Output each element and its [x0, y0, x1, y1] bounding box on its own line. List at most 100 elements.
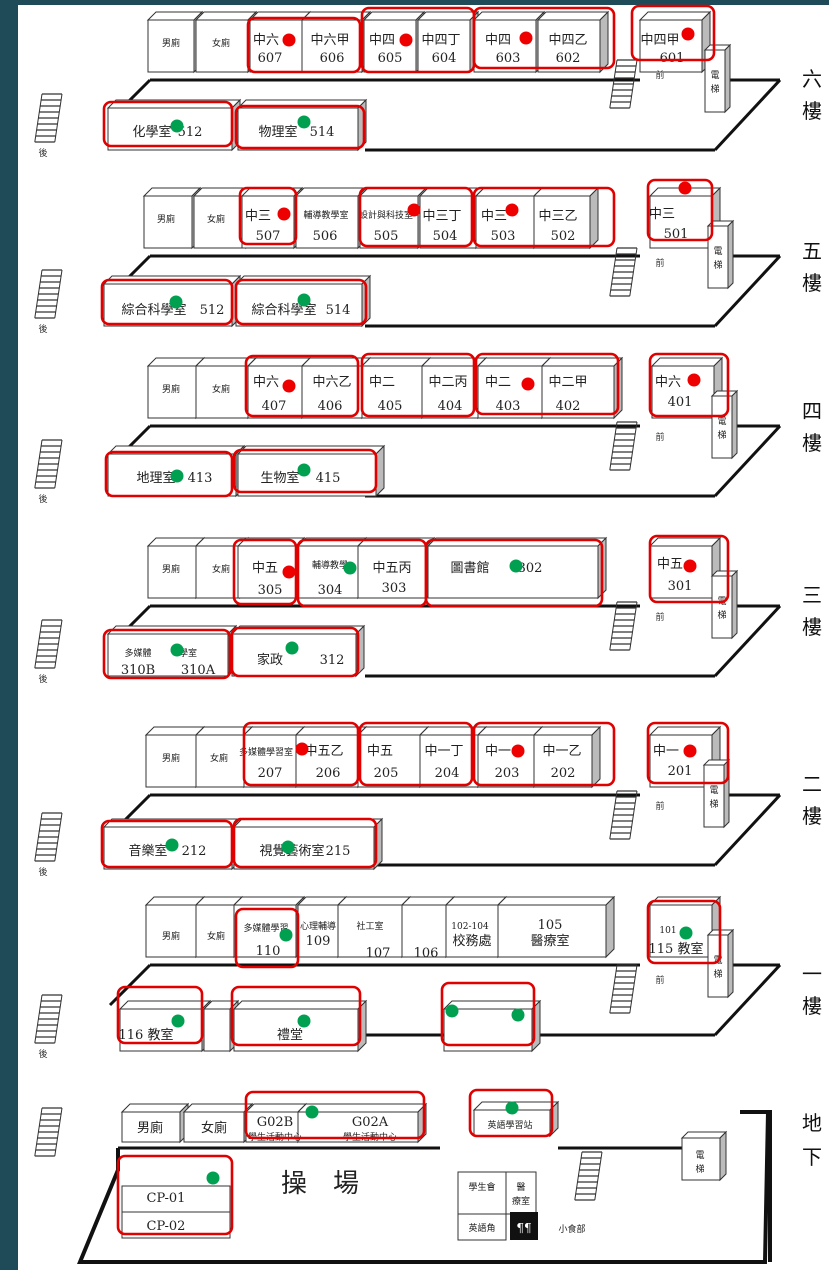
- floor-3-floor-label: 三: [802, 583, 822, 607]
- floor-0-front-stairs: [609, 59, 638, 109]
- floor-3-label-4: 輔導教學: [312, 559, 348, 571]
- floor-3-flabel-3: 310A: [181, 663, 216, 678]
- ground-room-1-front: [183, 1111, 245, 1143]
- floor-0-room-0-top: [146, 11, 204, 21]
- floor-4-room-3-front: [295, 734, 359, 788]
- floor-3-front-stairs: [609, 601, 638, 651]
- floor-0-lift-label2: 梯: [710, 83, 719, 95]
- floor-2-label-12: 中二甲: [548, 375, 587, 390]
- floor-1-marker-3: [678, 181, 692, 195]
- floor-2-label-1: 女廁: [212, 383, 230, 395]
- floor-1-front-stairs: [609, 247, 638, 297]
- floor-5-flabel-0: 116 教室: [119, 1027, 174, 1043]
- ground-marker-1: [505, 1101, 519, 1115]
- floor-0-fstair-label: 前: [655, 69, 664, 81]
- floor-5-lift-front: [707, 934, 729, 998]
- floor-3-rear-stairs-rail: [54, 619, 63, 669]
- floor-0-highlight-0: [246, 16, 362, 74]
- floor-0-lift-side: [724, 43, 731, 114]
- floor-3-label-7: 303: [382, 581, 407, 596]
- floor-5-label-4: 心理輔導: [300, 920, 336, 932]
- floor-1-room-4-front: [359, 195, 419, 249]
- floor-1-rear-stairs-rail: [34, 269, 43, 319]
- floor-1-room-7-front: [533, 195, 591, 249]
- floor-4-flabel-1: 212: [182, 844, 207, 859]
- floor-1-room-3-top: [294, 187, 368, 197]
- floor-1-label-3: 507: [256, 229, 281, 244]
- floor-3-froom-1-front: [231, 633, 357, 677]
- floor-4-label-13: 202: [551, 766, 576, 781]
- floor-0-floor-label-2: 樓: [802, 99, 822, 123]
- floor-2-highlight-2: [474, 352, 620, 416]
- floor-2-flabel-3: 415: [316, 471, 341, 486]
- ground-marker-2: [206, 1171, 220, 1185]
- floor-2-front-stairs-rail: [609, 421, 618, 471]
- ground-label-mens: 男廁: [137, 1120, 163, 1136]
- floor-2-lift-label: 電: [717, 416, 726, 427]
- floor-4-room-2-top: [242, 726, 306, 736]
- floor-0-label-2: 女廁: [212, 37, 230, 49]
- floor-5-room-7-side: [605, 895, 615, 959]
- floor-4-front-stairs: [609, 790, 638, 840]
- ground-label-clinic: 醫: [516, 1182, 525, 1193]
- floor-3-rear-stairs: [34, 619, 63, 669]
- floor-1-lift-front: [707, 225, 729, 289]
- floor-4-label-9: 204: [435, 766, 460, 781]
- floor-4-room-1-front: [195, 734, 245, 788]
- floor-1-label-12: 中三乙: [538, 209, 577, 224]
- floor-5-left-edge: [108, 963, 152, 1007]
- floor-4-floor-label-2: 樓: [802, 804, 822, 828]
- floor-4-rear-stairs-rail: [34, 812, 43, 862]
- floor-0-flabel-2: 物理室: [258, 124, 297, 140]
- floor-4-highlight-2: [472, 721, 616, 787]
- ground-label-g02a: G02A: [352, 1115, 389, 1130]
- floor-1-label-10: 中三: [481, 209, 507, 224]
- floor-1-label-4: 輔導教學室: [303, 209, 348, 221]
- floor-0-rear-stairs-rail: [34, 93, 43, 143]
- floor-1-lift-side: [727, 219, 734, 290]
- floor-5-front-stairs: [609, 964, 638, 1014]
- floor-3-label-6: 中五丙: [372, 561, 411, 576]
- floor-0-label-5: 中六甲: [310, 33, 349, 48]
- floor-5-marker-0: [279, 928, 293, 942]
- floor-0-flabel-0: 化學室: [132, 124, 171, 140]
- floor-3-lift-label2: 梯: [717, 609, 726, 621]
- ground-rear-stairs-rail: [34, 1107, 43, 1157]
- floor-4-rlabel-1: 201: [668, 764, 693, 779]
- floor-0-marker-5: [297, 115, 311, 129]
- floor-2-room-4-top: [360, 357, 432, 367]
- floor-4-highlight-4: [100, 819, 234, 869]
- floor-2-label-11: 403: [496, 399, 521, 414]
- floor-3-label-8: 圖書館: [450, 561, 489, 576]
- floor-4-room-0-front: [145, 734, 197, 788]
- floor-0-room-3-front: [301, 19, 363, 73]
- floor-5-fstair-label: 前: [655, 974, 664, 986]
- floor-2-froom-1-front: [237, 453, 377, 497]
- floor-2-label-10: 中二: [485, 375, 511, 390]
- floor-5-froom-1-front: [203, 1008, 231, 1052]
- floor-1-froom-1-front: [235, 283, 363, 327]
- floor-1-highlight-5: [234, 278, 368, 326]
- floor-2-room-2-top: [246, 357, 312, 367]
- floor-5-floor-label-2: 樓: [802, 994, 822, 1018]
- floor-1-label-9: 504: [433, 229, 458, 244]
- floor-2-rear-stairs-rail: [54, 439, 63, 489]
- floor-5-label-1: 女廁: [207, 930, 225, 942]
- floor-5-label-2: 多媒體學習: [243, 922, 288, 934]
- floor-4-room-6-front: [477, 734, 535, 788]
- floor-3-label-5: 304: [318, 583, 343, 598]
- ground-lift-front: [681, 1137, 721, 1181]
- floor-3-rlabel-1: 301: [668, 579, 693, 594]
- floor-2-room-2-front: [247, 365, 303, 419]
- floor-0-room-6-top: [472, 11, 546, 21]
- floor-0-froom-1-front: [237, 107, 359, 151]
- floor-1-label-13: 502: [551, 229, 576, 244]
- floor-1-flabel-3: 514: [326, 303, 351, 318]
- floor-4-marker-0: [295, 742, 309, 756]
- floor-3-label-0: 男廁: [162, 563, 180, 575]
- floor-3-label-2: 中五: [252, 561, 278, 576]
- ground-floor-label: 地: [802, 1111, 822, 1135]
- floor-5-room-5-top: [400, 896, 456, 906]
- floor-1-flabel-1: 512: [200, 303, 225, 318]
